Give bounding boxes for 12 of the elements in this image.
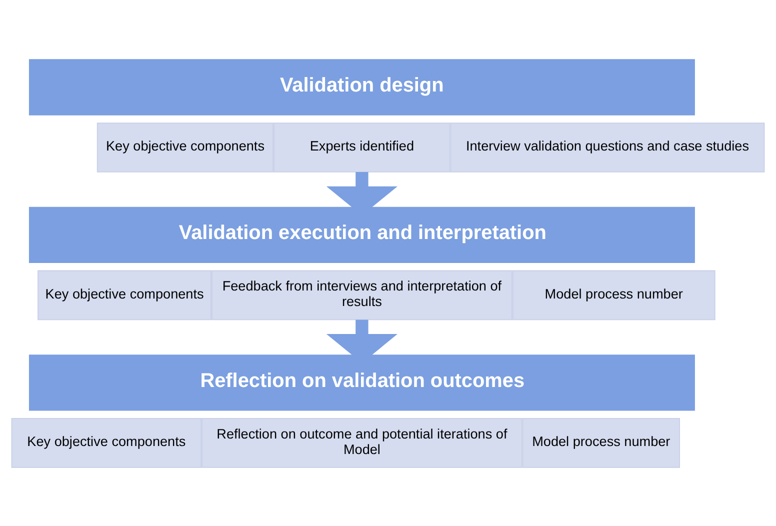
node-box: Key objective components bbox=[38, 270, 212, 320]
node-box: Model process number bbox=[522, 418, 680, 468]
node-box: Interview validation questions and case studies bbox=[450, 122, 765, 172]
node-box: Validation design bbox=[28, 58, 695, 115]
node-box: Key objective components bbox=[11, 418, 202, 468]
node-box: Experts identified bbox=[274, 122, 450, 172]
node-box: Model process number bbox=[512, 270, 716, 320]
node-box: Key objective components bbox=[96, 122, 274, 172]
node-box: Feedback from interviews and interpretation of results bbox=[212, 270, 512, 320]
node-box: Validation execution and interpretation bbox=[28, 206, 695, 263]
node-box: Reflection on validation outcomes bbox=[28, 354, 695, 410]
node-box: Reflection on outcome and potential iterations of Model bbox=[202, 418, 522, 468]
